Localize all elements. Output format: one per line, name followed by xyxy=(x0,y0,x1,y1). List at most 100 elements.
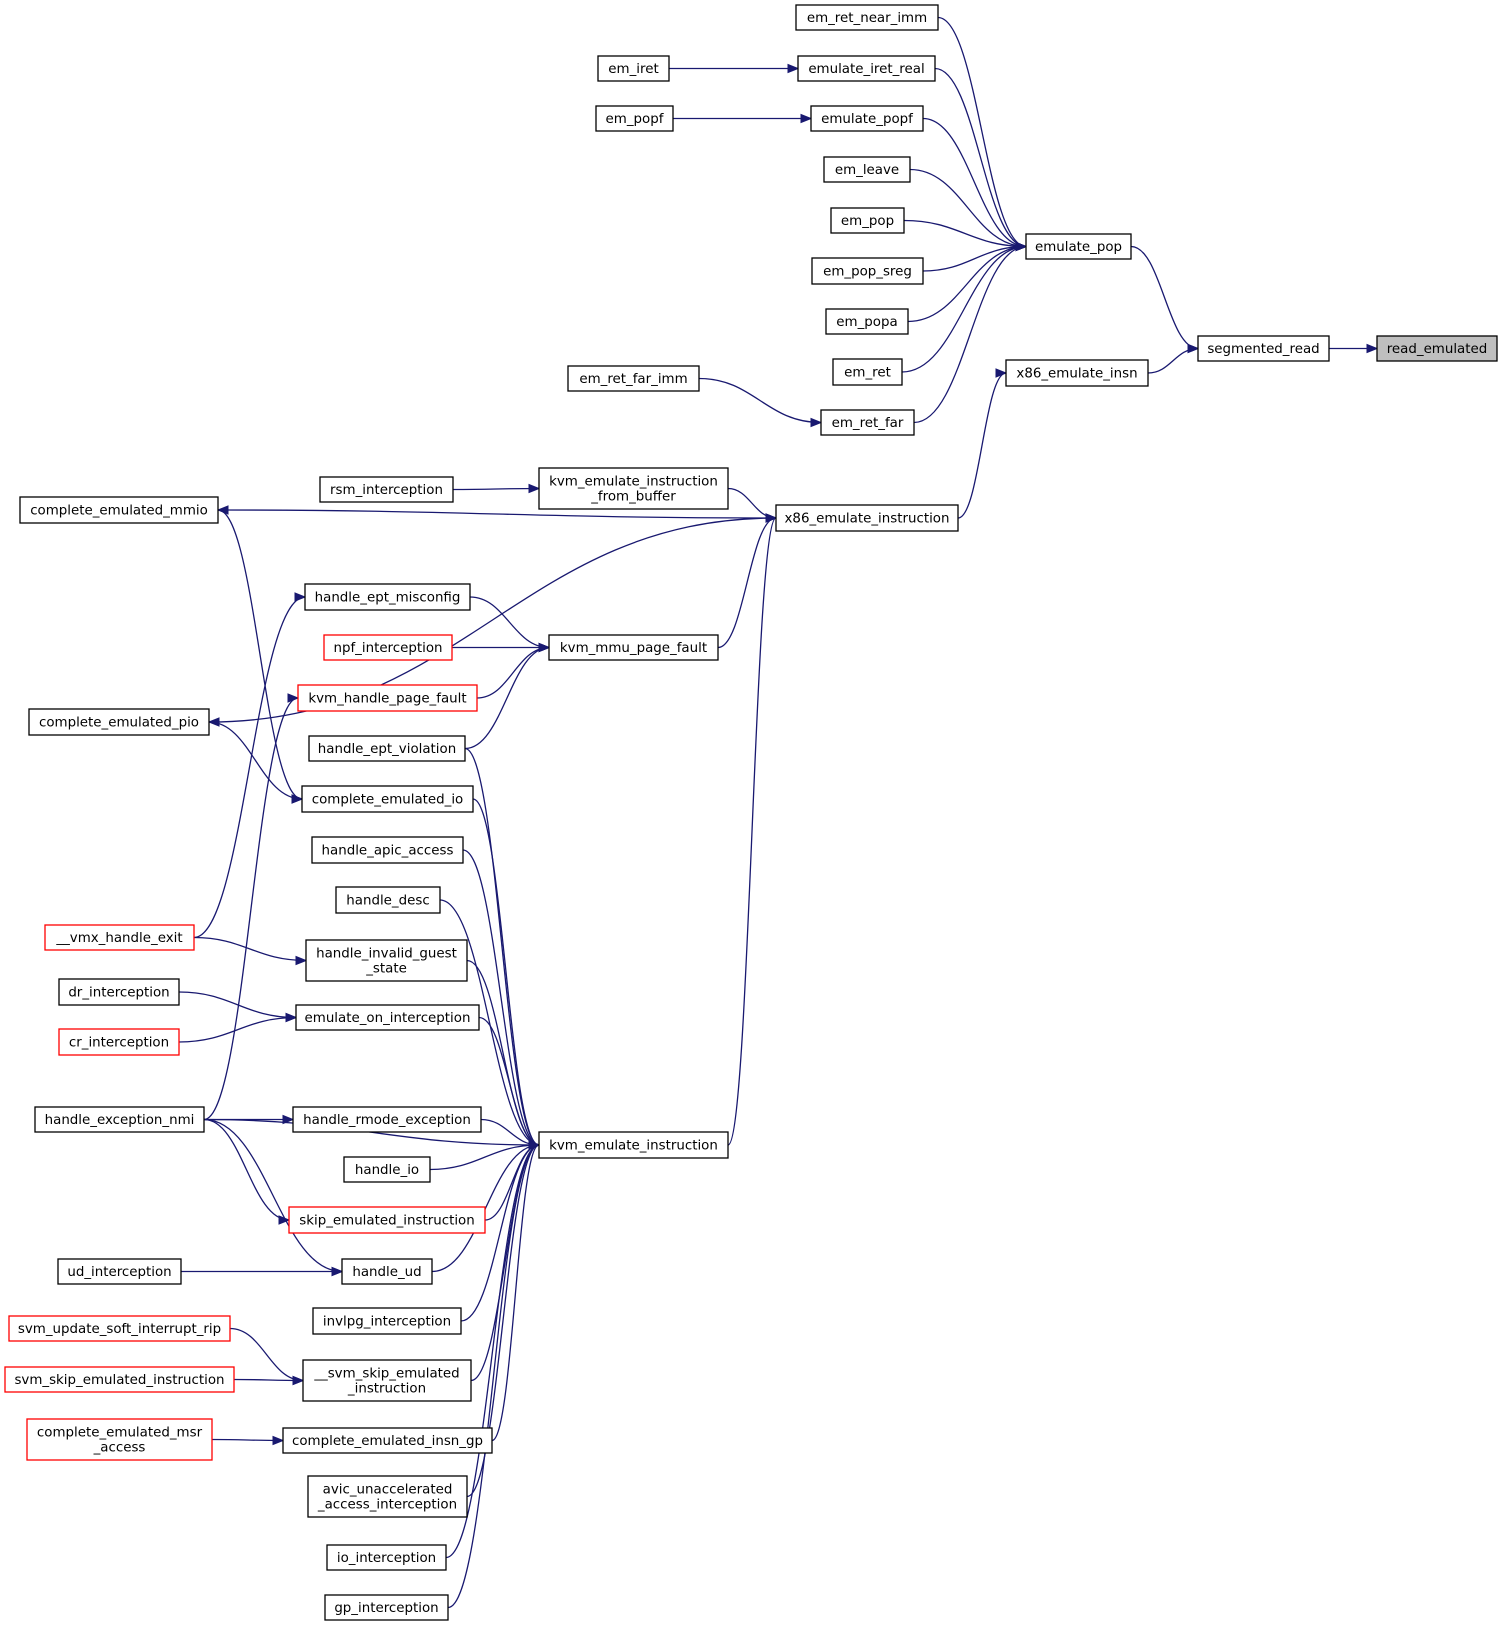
arrowhead-icon xyxy=(1015,241,1028,252)
node-complete-emulated-mmio[interactable]: complete_emulated_mmio xyxy=(19,496,219,524)
node-avic-unaccelerated-access-interception[interactable]: avic_unaccelerated_access_interception xyxy=(307,1475,468,1518)
node-cr-interception[interactable]: cr_interception xyxy=(58,1028,180,1056)
node-rsm-interception[interactable]: rsm_interception xyxy=(319,476,454,503)
edge-line xyxy=(484,1144,540,1221)
node-invlpg-interception[interactable]: invlpg_interception xyxy=(312,1307,462,1335)
arrowhead-icon xyxy=(282,1114,295,1125)
edge-line xyxy=(178,991,297,1019)
node-handle-rmode-exception[interactable]: handle_rmode_exception xyxy=(292,1106,482,1133)
node-emulate-iret-real[interactable]: emulate_iret_real xyxy=(797,55,936,82)
node-box xyxy=(326,1544,447,1571)
node-box xyxy=(4,1366,235,1393)
edge-line xyxy=(203,1118,290,1221)
node-handle-ept-violation[interactable]: handle_ept_violation xyxy=(308,735,466,762)
arrowhead-icon xyxy=(538,642,551,653)
node-em-popa[interactable]: em_popa xyxy=(825,308,909,335)
edge-gp-interception-to-kvm-emulate-instruction xyxy=(447,1140,541,1609)
node-em-pop-sreg[interactable]: em_pop_sreg xyxy=(811,257,924,285)
node-emulate-popf[interactable]: emulate_popf xyxy=(810,105,924,132)
node-label: complete_emulated_msr xyxy=(37,1426,203,1441)
edge-line xyxy=(217,509,303,800)
node-emulate-on-interception[interactable]: emulate_on_interception xyxy=(295,1004,480,1031)
node-label: complete_emulated_io xyxy=(312,793,464,808)
node-segmented-read[interactable]: segmented_read xyxy=(1197,335,1330,362)
arrowhead-icon xyxy=(287,693,300,703)
node-label: _access_interception xyxy=(317,1498,457,1513)
node-svm-update-soft-interrupt-rip[interactable]: svm_update_soft_interrupt_rip xyxy=(8,1315,231,1342)
node-em-popf[interactable]: em_popf xyxy=(595,105,674,132)
node-handle-apic-access[interactable]: handle_apic_access xyxy=(311,836,464,864)
node-box xyxy=(8,1315,231,1342)
node-label: em_popa xyxy=(836,315,897,330)
node-svm-skip-emulated-instruction[interactable]: __svm_skip_emulated_instruction xyxy=(302,1359,472,1402)
node-emulate-pop[interactable]: emulate_pop xyxy=(1025,233,1132,260)
edge-line xyxy=(937,16,1027,248)
node-read-emulated[interactable]: read_emulated xyxy=(1376,335,1498,362)
node-label: x86_emulate_insn xyxy=(1016,367,1137,382)
node-complete-emulated-pio[interactable]: complete_emulated_pio xyxy=(28,708,210,736)
node-handle-ept-misconfig[interactable]: handle_ept_misconfig xyxy=(304,583,471,611)
edge-complete-emulated-mmio-to-complete-emulated-io xyxy=(217,509,304,804)
node-box xyxy=(319,476,454,503)
edge-line xyxy=(913,245,1027,424)
edge-line xyxy=(717,517,777,649)
node-label: complete_emulated_insn_gp xyxy=(292,1434,483,1449)
node-box xyxy=(58,1028,180,1056)
node-em-ret-far[interactable]: em_ret_far xyxy=(820,409,915,436)
node-npf-interception[interactable]: npf_interception xyxy=(323,634,453,661)
node-kvm-emulate-instruction-from-buffer[interactable]: kvm_emulate_instruction_from_buffer xyxy=(538,467,729,510)
node-kvm-mmu-page-fault[interactable]: kvm_mmu_page_fault xyxy=(548,634,719,661)
node-em-ret-near-imm[interactable]: em_ret_near_imm xyxy=(795,4,939,31)
edge-line xyxy=(208,721,303,800)
edge-line xyxy=(922,245,1027,272)
node-x86-emulate-instruction[interactable]: x86_emulate_instruction xyxy=(775,504,959,532)
node-ud-interception[interactable]: ud_interception xyxy=(57,1258,182,1285)
node-kvm-emulate-instruction[interactable]: kvm_emulate_instruction xyxy=(538,1131,729,1159)
edge-em-ret-near-imm-to-emulate-pop xyxy=(937,16,1028,252)
node-box xyxy=(775,504,959,532)
node-gp-interception[interactable]: gp_interception xyxy=(324,1594,449,1621)
edge-handle-exception-nmi-to-handle-ud xyxy=(203,1118,344,1277)
edge-line xyxy=(439,899,540,1146)
node-dr-interception[interactable]: dr_interception xyxy=(58,978,180,1006)
node-em-ret-far-imm[interactable]: em_ret_far_imm xyxy=(567,365,700,392)
edge-line xyxy=(909,168,1027,248)
node-em-ret[interactable]: em_ret xyxy=(832,358,903,386)
node-svm-skip-emulated-instruction[interactable]: svm_skip_emulated_instruction xyxy=(4,1366,235,1393)
node-handle-ud[interactable]: handle_ud xyxy=(341,1258,433,1285)
node-handle-desc[interactable]: handle_desc xyxy=(335,886,441,914)
node-skip-emulated-instruction[interactable]: skip_emulated_instruction xyxy=(288,1206,486,1234)
node-em-pop[interactable]: em_pop xyxy=(830,207,905,234)
node-kvm-handle-page-fault[interactable]: kvm_handle_page_fault xyxy=(297,684,478,712)
node-label: em_popf xyxy=(606,112,664,127)
node-io-interception[interactable]: io_interception xyxy=(326,1544,447,1571)
node-handle-invalid-guest-state[interactable]: handle_invalid_guest_state xyxy=(305,939,468,982)
node-handle-io[interactable]: handle_io xyxy=(343,1156,431,1183)
node-complete-emulated-io[interactable]: complete_emulated_io xyxy=(301,785,474,813)
node-box xyxy=(341,1258,433,1285)
edge-em-pop-sreg-to-emulate-pop xyxy=(922,241,1028,272)
node-complete-emulated-msr-access[interactable]: complete_emulated_msr_access xyxy=(26,1418,213,1461)
edge-line xyxy=(472,798,540,1146)
node-label: __vmx_handle_exit xyxy=(55,931,182,946)
edge-line xyxy=(934,67,1027,248)
node-box xyxy=(312,1307,462,1335)
edge-x86-emulate-insn-to-segmented-read xyxy=(1147,343,1200,374)
node-label: emulate_iret_real xyxy=(808,62,924,77)
node-vmx-handle-exit[interactable]: __vmx_handle_exit xyxy=(44,924,195,951)
node-box xyxy=(538,467,729,510)
node-em-leave[interactable]: em_leave xyxy=(823,156,911,183)
node-box xyxy=(823,156,911,183)
edge-segmented-read-to-read-emulated xyxy=(1328,343,1379,354)
edge-line xyxy=(698,377,822,424)
arrowhead-icon xyxy=(528,1140,541,1150)
edge-x86-emulate-instruction-to-complete-emulated-pio xyxy=(207,517,777,727)
node-em-iret[interactable]: em_iret xyxy=(597,55,670,82)
edge-line xyxy=(470,1144,540,1382)
node-box xyxy=(58,978,180,1006)
edge-line xyxy=(907,245,1027,323)
node-x86-emulate-insn[interactable]: x86_emulate_insn xyxy=(1005,359,1149,387)
node-complete-emulated-insn-gp[interactable]: complete_emulated_insn_gp xyxy=(282,1427,493,1454)
node-handle-exception-nmi[interactable]: handle_exception_nmi xyxy=(34,1106,205,1133)
